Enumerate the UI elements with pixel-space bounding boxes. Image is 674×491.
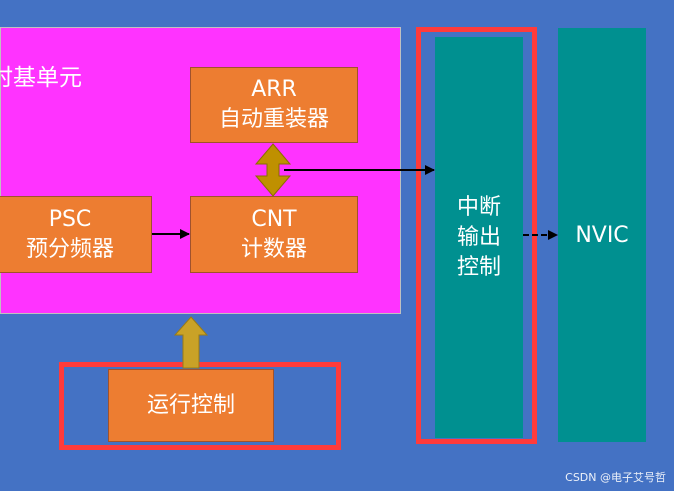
interrupt-output-highlight-box	[416, 27, 537, 444]
interrupt-output-line-2: 输出	[456, 224, 501, 250]
psc-description: 预分频器	[25, 236, 114, 262]
interrupt-output-control-panel: 中断 输出 控制	[435, 37, 523, 438]
psc-block: PSC 预分频器	[0, 196, 152, 273]
time-base-unit-title: 时基单元	[0, 65, 82, 91]
arr-description: 自动重装器	[218, 107, 329, 132]
cnt-description: 计数器	[240, 236, 307, 262]
run-control-highlight-box	[59, 362, 341, 450]
interrupt-output-line-3: 控制	[456, 254, 501, 280]
arr-block: ARR 自动重装器	[190, 67, 358, 143]
run-control-up-arrow	[173, 316, 209, 369]
watermark: CSDN @电子艾号哲	[565, 471, 666, 484]
cnt-block: CNT 计数器	[190, 196, 358, 273]
run-control-label: 运行控制	[146, 392, 235, 418]
arr-label: ARR	[251, 77, 297, 102]
psc-label: PSC	[48, 206, 92, 232]
run-control-block: 运行控制	[108, 369, 274, 442]
nvic-label: NVIC	[575, 222, 629, 248]
nvic-panel: NVIC	[558, 28, 646, 442]
interrupt-output-line-1: 中断	[456, 194, 501, 220]
cnt-label: CNT	[251, 206, 297, 232]
